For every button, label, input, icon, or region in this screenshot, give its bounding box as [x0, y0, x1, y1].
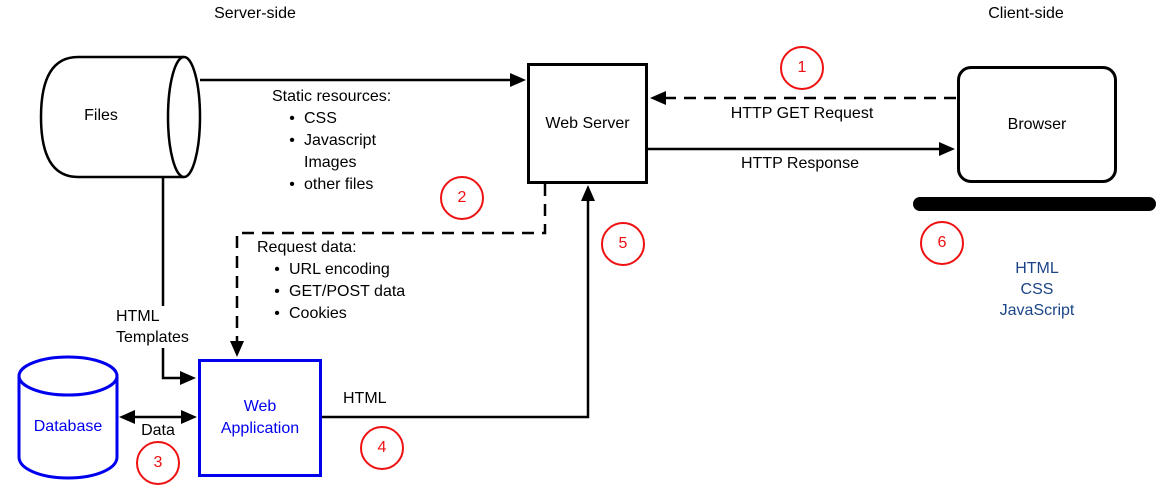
request-data-item: URL encoding — [257, 259, 405, 281]
bullet-icon — [265, 259, 289, 281]
html-to-webserver-arrow — [322, 185, 595, 419]
client-stack-line: CSS — [1020, 281, 1054, 298]
static-resources-item: Images — [272, 152, 391, 174]
database-cylinder — [17, 355, 119, 480]
html-templates-arrow — [161, 177, 196, 385]
data-edge-label: Data — [141, 422, 175, 439]
server-side-label: Server-side — [214, 5, 296, 22]
step-circle-2: 2 — [440, 176, 484, 220]
web-server-node: Web Server — [527, 63, 648, 184]
http-response-arrow — [648, 142, 955, 156]
web-application-label-line2: Application — [220, 420, 300, 437]
bullet-icon — [265, 303, 289, 325]
request-data-arrow — [230, 184, 547, 357]
http-get-request-label: HTTP GET Request — [730, 105, 874, 122]
web-application-node: Web Application — [198, 359, 322, 477]
bullet-icon — [280, 130, 304, 152]
step-circle-4: 4 — [360, 426, 404, 470]
bullet-icon — [280, 174, 304, 196]
client-stack-line: JavaScript — [999, 302, 1075, 319]
static-resources-item: other files — [272, 174, 391, 196]
static-resources-title: Static resources: — [272, 88, 392, 105]
bullet-icon — [280, 108, 304, 130]
web-application-label-line1: Web — [243, 398, 277, 415]
bullet-icon — [265, 281, 289, 303]
request-data-item: Cookies — [257, 303, 405, 325]
files-cylinder — [39, 55, 202, 179]
step-circle-3: 3 — [136, 441, 180, 485]
step-circle-6: 6 — [920, 221, 964, 265]
html-templates-label: HTML Templates — [114, 306, 191, 348]
client-side-label: Client-side — [988, 5, 1064, 22]
browser-label: Browser — [1007, 115, 1067, 133]
request-data-note: Request data: URL encoding GET/POST data… — [257, 237, 405, 325]
laptop-base-bar — [913, 197, 1156, 211]
http-response-label: HTTP Response — [741, 155, 859, 172]
html-edge-label: HTML — [343, 390, 387, 407]
static-resources-item: Javascript — [272, 130, 391, 152]
bullet-icon — [280, 152, 304, 174]
web-server-label: Web Server — [545, 114, 630, 132]
request-data-title: Request data: — [257, 239, 357, 256]
client-stack-line: HTML — [1015, 260, 1059, 277]
data-arrow — [119, 410, 197, 424]
static-resources-item: CSS — [272, 108, 391, 130]
step-circle-5: 5 — [601, 222, 645, 266]
files-node-label: Files — [84, 107, 118, 124]
client-stack-note: HTML CSS JavaScript — [957, 258, 1117, 321]
request-data-item: GET/POST data — [257, 281, 405, 303]
database-node-label: Database — [33, 418, 103, 435]
static-resources-note: Static resources: CSS Javascript Images … — [272, 86, 391, 196]
step-circle-1: 1 — [780, 46, 824, 90]
files-to-webserver-arrow — [200, 73, 526, 87]
http-get-arrow — [650, 91, 956, 105]
browser-node: Browser — [957, 66, 1117, 183]
